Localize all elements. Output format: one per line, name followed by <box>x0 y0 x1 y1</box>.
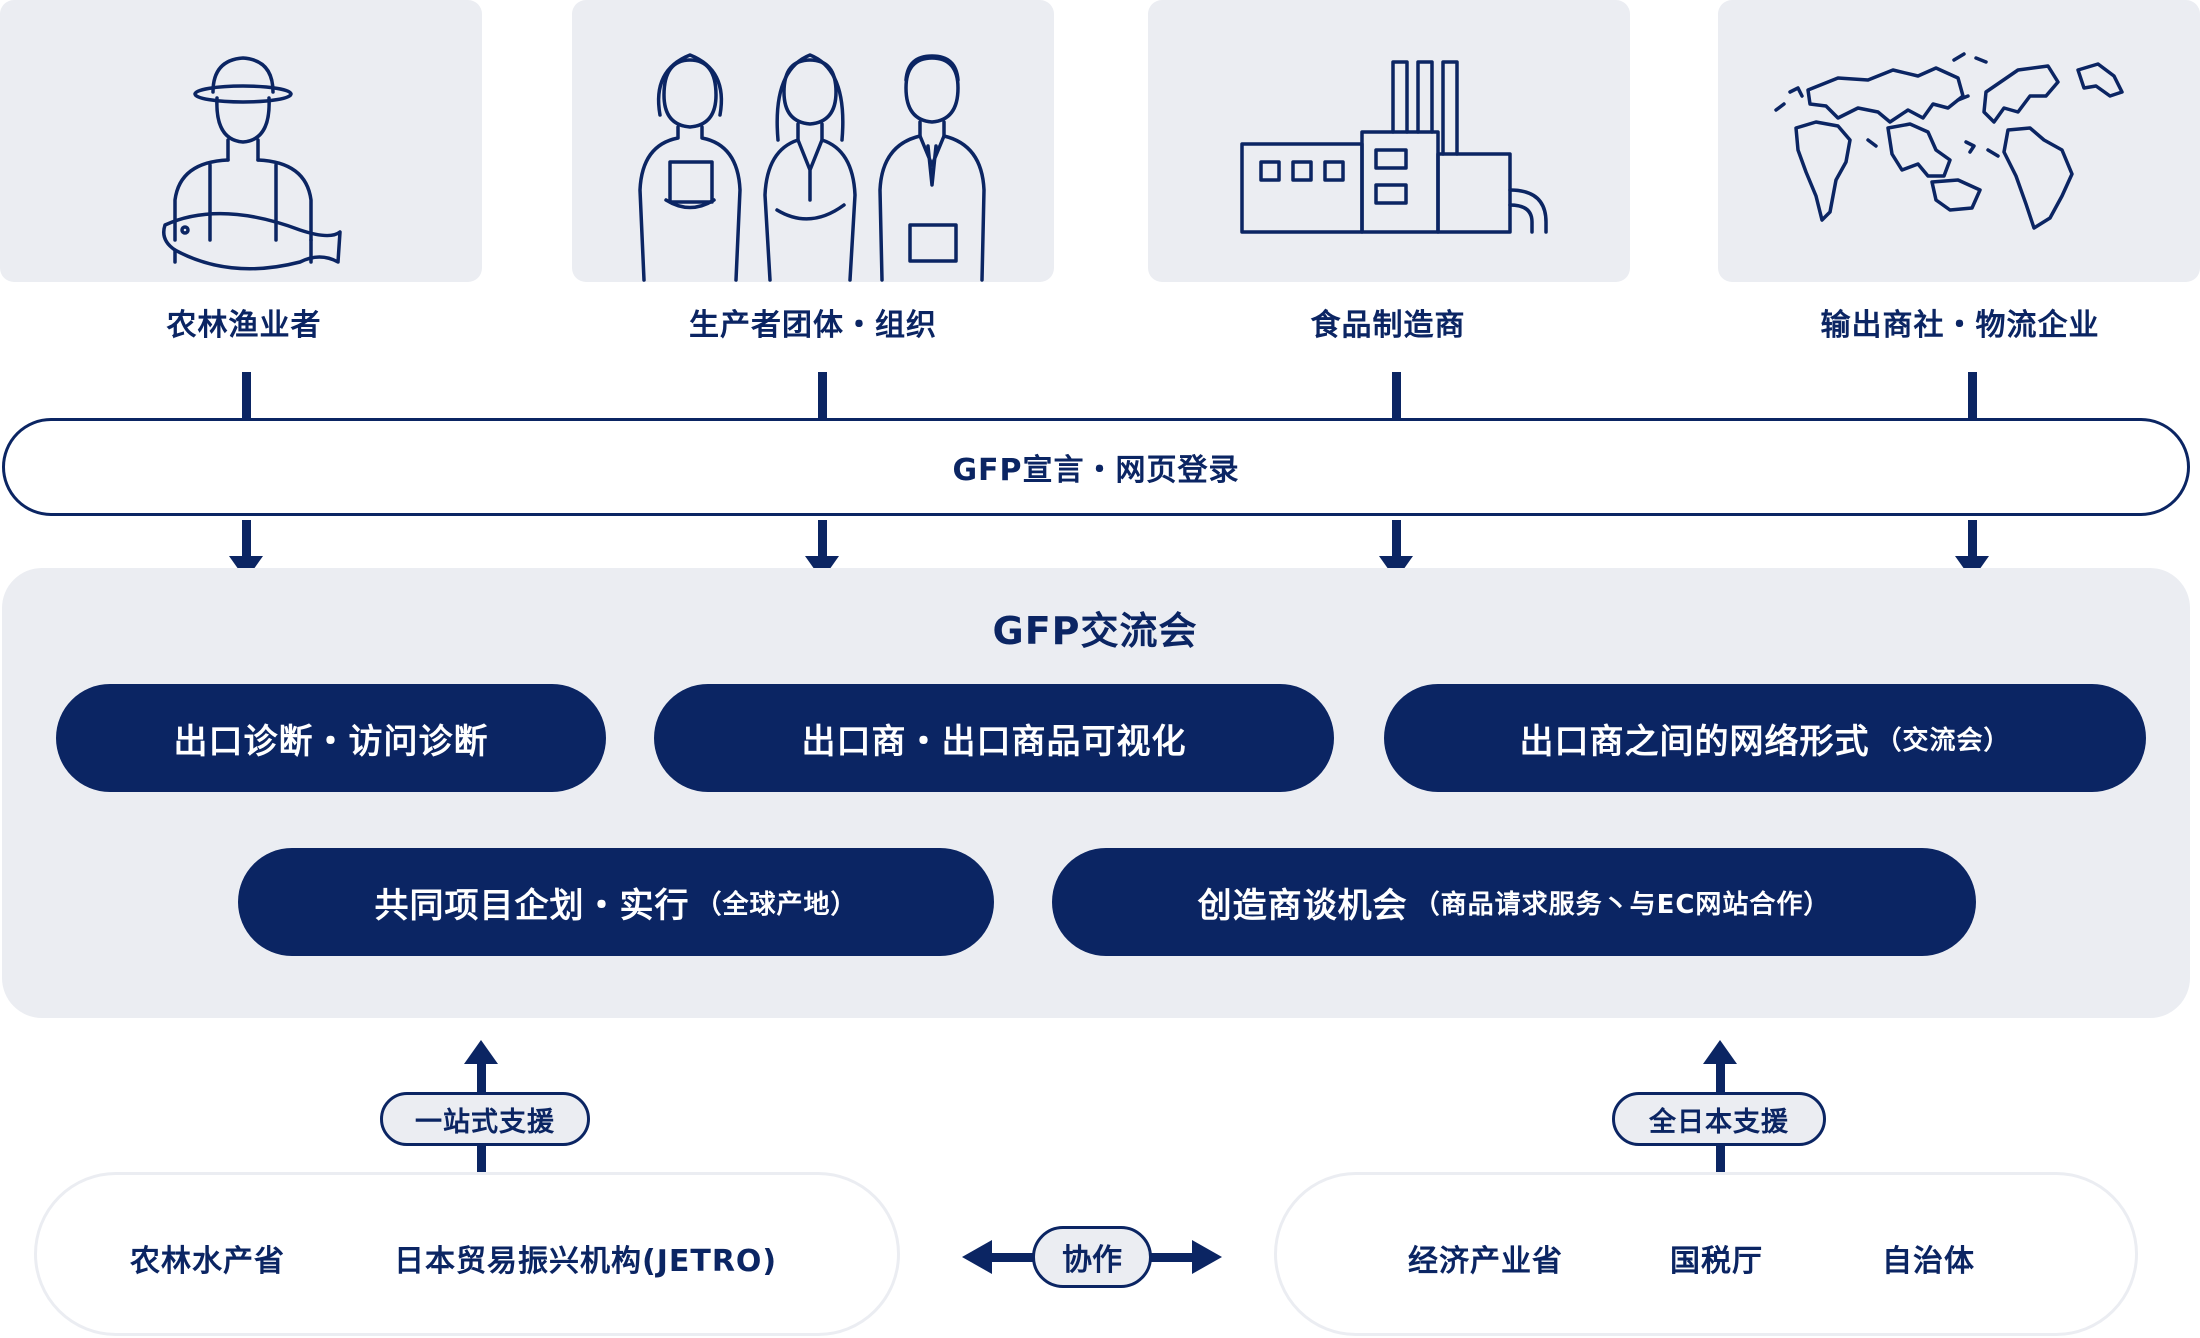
org-maff: 农林水产省 <box>130 1244 285 1279</box>
service-exporter-visualization: 出口商・出口商品可视化 <box>654 684 1334 792</box>
arrow-up <box>1703 1040 1737 1064</box>
service-note: （交流会） <box>1875 725 2011 756</box>
service-export-diagnosis: 出口诊断・访问诊断 <box>56 684 606 792</box>
connector-line <box>1392 372 1401 418</box>
world-map-icon <box>1774 52 2124 230</box>
arrow-shaft <box>1968 520 1977 556</box>
farmer-fisher-icon <box>162 56 342 271</box>
card-producer-group <box>572 0 1054 282</box>
declaration-bar: GFP宣言・网页登录 <box>2 418 2190 516</box>
role-label-farmer-fisher: 农林渔业者 <box>166 308 322 343</box>
declaration-label: GFP宣言・网页登录 <box>952 453 1240 488</box>
org-nta: 国税厅 <box>1670 1244 1763 1279</box>
arrow-shaft <box>818 520 827 556</box>
service-label: 创造商谈机会 <box>1197 885 1408 926</box>
nationwide-support-tag: 全日本支援 <box>1612 1092 1826 1146</box>
producer-group-icon <box>638 53 986 282</box>
org-local-gov: 自治体 <box>1882 1244 1975 1279</box>
service-exporter-network: 出口商之间的网络形式（交流会） <box>1384 684 2146 792</box>
service-note: （商品请求服务丶与EC网站合作） <box>1413 889 1831 920</box>
service-note: （全球产地） <box>695 889 858 920</box>
collab-bar <box>990 1253 1034 1262</box>
collab-bar <box>1150 1253 1194 1262</box>
role-label-export-logistics: 输出商社・物流企业 <box>1820 308 2100 343</box>
arrow-shaft <box>1392 520 1401 556</box>
factory-icon <box>1240 60 1548 234</box>
org-jetro: 日本贸易振兴机构(JETRO) <box>394 1244 778 1279</box>
service-joint-project: 共同项目企划・实行（全球产地） <box>238 848 994 956</box>
arrow-right <box>1192 1240 1222 1274</box>
exchange-title: GFP交流会 <box>992 609 1198 653</box>
card-farmer-fisher <box>0 0 482 282</box>
connector-line <box>242 372 251 418</box>
collaboration-label: 协作 <box>1062 1243 1122 1278</box>
connector-line <box>818 372 827 418</box>
tag-label: 一站式支援 <box>415 1106 555 1138</box>
arrow-shaft <box>242 520 251 556</box>
service-label: 出口诊断・访问诊断 <box>173 721 489 762</box>
service-label: 出口商之间的网络形式 <box>1519 721 1870 762</box>
role-label-producer-group: 生产者团体・组织 <box>689 308 937 343</box>
left-org-box <box>34 1172 900 1336</box>
collaboration-badge: 协作 <box>1032 1226 1152 1288</box>
service-business-opportunity: 创造商谈机会（商品请求服务丶与EC网站合作） <box>1052 848 1976 956</box>
service-label: 共同项目企划・实行 <box>374 885 690 926</box>
right-org-box <box>1274 1172 2138 1336</box>
one-stop-support-tag: 一站式支援 <box>380 1092 590 1146</box>
connector-line <box>1968 372 1977 418</box>
card-export-logistics <box>1718 0 2200 282</box>
arrow-up <box>464 1040 498 1064</box>
tag-label: 全日本支援 <box>1649 1106 1789 1138</box>
role-label-food-manufacturer: 食品制造商 <box>1310 308 1466 343</box>
service-label: 出口商・出口商品可视化 <box>801 721 1187 762</box>
org-meti: 经济产业省 <box>1408 1244 1563 1279</box>
arrow-left <box>962 1240 992 1274</box>
card-food-manufacturer <box>1148 0 1630 282</box>
